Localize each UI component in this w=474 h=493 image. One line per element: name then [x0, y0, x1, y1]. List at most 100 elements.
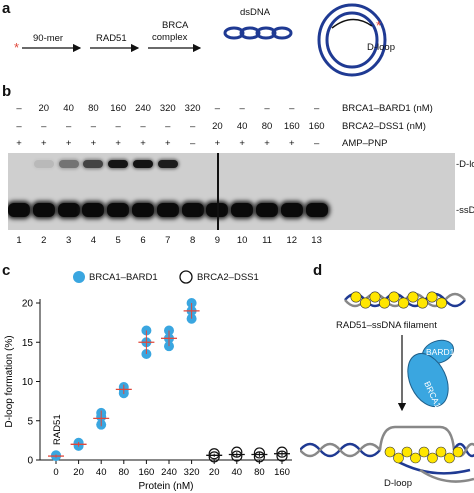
rad51-bead [444, 452, 455, 464]
rad51-bead [410, 452, 421, 464]
brca2-data-point [208, 448, 220, 460]
brca2-value-lane-6: – [140, 121, 146, 132]
y-tick-label: 15 [22, 338, 34, 349]
brca2-data-point [231, 446, 243, 458]
dloop-band-label-visible: -D-loop [456, 159, 474, 170]
dsdna-icon [223, 26, 293, 40]
ssdna-band [107, 203, 130, 217]
lane-number-lane-13: 13 [311, 235, 322, 246]
x-tick-label: 0 [53, 467, 58, 478]
brca2-value-lane-1: – [16, 121, 22, 132]
y-tick-label: 10 [22, 377, 34, 388]
brca2-data-point [231, 450, 243, 462]
lane-number-lane-10: 10 [236, 235, 248, 246]
brca2-value-lane-5: – [115, 121, 121, 132]
legend-brca1-label: BRCA1–BARD1 [89, 272, 158, 283]
lane-number-lane-11: 11 [262, 235, 272, 246]
ssdna-band [280, 203, 303, 217]
brca1-value-lane-5: 160 [110, 103, 127, 114]
dloop-band [157, 160, 178, 168]
brca2-value-lane-10: 40 [236, 121, 248, 132]
x-axis-label: Protein (nM) [138, 481, 193, 492]
brca1-value-lane-9: – [214, 103, 221, 114]
ssdna-band [82, 203, 105, 217]
brca1-value-lane-7: 320 [159, 103, 176, 114]
amppnp-value-lane-1: + [16, 138, 22, 149]
legend-brca2-label: BRCA2–DSS1 [197, 272, 259, 283]
lane-number-lane-9: 9 [214, 235, 221, 246]
x-tick-label: 320 [184, 467, 200, 478]
amppnp-value-lane-2: + [41, 138, 47, 149]
rad51-bead [369, 291, 381, 303]
brca1-value-lane-10: – [239, 103, 245, 114]
rad51-bead [401, 446, 413, 458]
oligo-label: 90-mer [33, 33, 64, 44]
dloop-star: * [376, 18, 381, 33]
brca1-value-lane-6: 240 [135, 103, 151, 114]
rad51-bead [436, 297, 448, 309]
rad51-filament-beads [350, 291, 448, 309]
rad51-bead [398, 297, 410, 309]
ssdna-band [57, 203, 80, 217]
y-tick-label: 0 [27, 456, 33, 467]
gel-divider [217, 153, 219, 230]
lane-number-lane-2: 2 [41, 235, 47, 246]
brca1-value-lane-12: – [289, 103, 295, 114]
y-axis-label: D-loop formation (%) [4, 335, 15, 427]
panel-d-schematic: BARD1 BRCA1 [300, 291, 474, 483]
rad51-step-label: RAD51 [96, 33, 127, 44]
amppnp-value-lane-11: + [264, 138, 270, 149]
brca2-data-point [208, 451, 220, 463]
brca1-shape [407, 353, 449, 407]
dloop-band [133, 160, 153, 168]
amppnp-value-lane-3: + [65, 138, 72, 149]
brca1-value-lane-11: – [264, 103, 270, 114]
lane-number-lane-4: 4 [90, 235, 97, 246]
ssdna-band [231, 203, 254, 217]
brca2-data-point [253, 451, 265, 463]
panel-a-schematic: * * [14, 3, 387, 77]
dloop-rad51-beads [384, 446, 464, 464]
x-tick-label: 160 [274, 467, 290, 478]
y-tick-label: 5 [27, 416, 33, 427]
brca2-value-lane-3: – [65, 121, 72, 132]
dloop-band [58, 160, 79, 168]
lane-number-lane-7: 7 [165, 235, 171, 246]
rad51-bead [388, 291, 400, 303]
x-tick-label: 240 [161, 467, 177, 478]
brca1-value-lane-1: – [16, 103, 22, 114]
lane-number-lane-8: 8 [189, 235, 196, 246]
row3-label: AMP–PNP [342, 138, 388, 149]
brca1-value-lane-2: 20 [38, 103, 50, 114]
brca-step-label-1: BRCA [162, 20, 189, 31]
ssdna-band [305, 203, 328, 217]
row1-label: BRCA1–BARD1 (nM) [342, 103, 433, 114]
amppnp-value-lane-9: + [214, 138, 221, 149]
brca2-data-point [253, 447, 265, 459]
oligo-star: * [14, 40, 19, 55]
lane-number-lane-1: 1 [16, 235, 22, 246]
rad51-annotation: RAD51 [52, 414, 63, 445]
rad51-bead [384, 446, 396, 458]
rad51-bead [393, 452, 404, 464]
brca2-value-lane-11: 80 [261, 121, 273, 132]
legend-brca2-marker [179, 270, 193, 284]
amppnp-value-lane-5: + [115, 138, 121, 149]
lane-number-lane-6: 6 [140, 235, 146, 246]
rad51-bead [452, 446, 464, 458]
amppnp-value-lane-6: + [140, 138, 146, 149]
dloop-circle-icon [317, 3, 387, 77]
rad51-bead [379, 297, 391, 309]
rad51-bead [359, 297, 371, 309]
brca1-value-lane-8: 320 [184, 103, 201, 114]
panel-d-letter: d [313, 262, 323, 279]
amppnp-value-lane-13: – [313, 138, 320, 149]
row2-label: BRCA2–DSS1 (nM) [342, 121, 426, 132]
ssdna-band [156, 203, 179, 217]
brca2-value-lane-9: 20 [212, 121, 223, 132]
amppnp-value-lane-8: – [189, 138, 196, 149]
ssdna-band [132, 203, 154, 217]
x-tick-label: 80 [119, 467, 130, 478]
amppnp-value-lane-10: + [239, 138, 245, 149]
rad51-bead [435, 446, 447, 458]
